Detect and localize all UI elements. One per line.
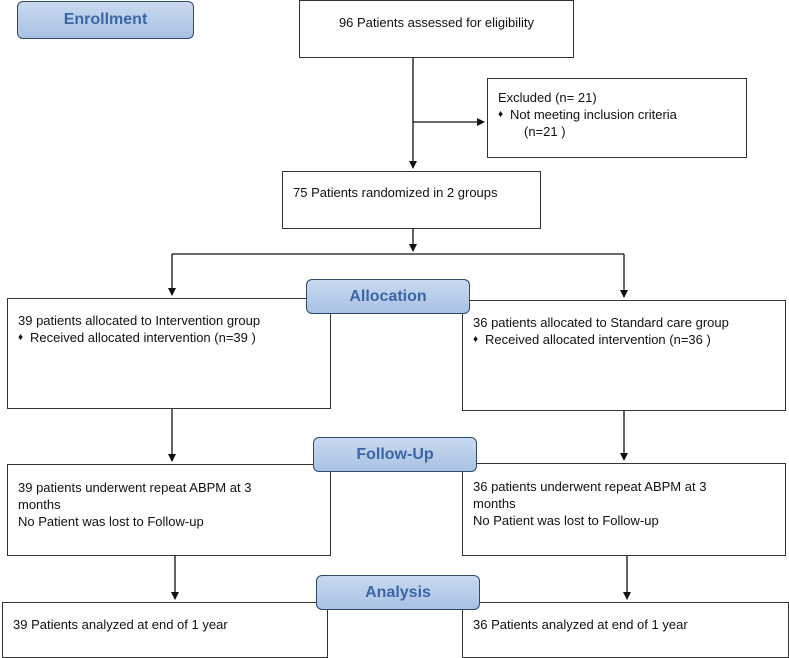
stage-enrollment-label: Enrollment: [63, 11, 148, 28]
intervention-allocated-text: 39 patients allocated to Intervention gr…: [18, 313, 261, 328]
assessed-box: 96 Patients assessed for eligibility: [299, 0, 574, 58]
standard-received-text: Received allocated intervention (n=36 ): [485, 332, 711, 347]
stage-allocation-label: Allocation: [349, 287, 427, 305]
standard-analysis-box: 36 Patients analyzed at end of 1 year: [462, 602, 789, 658]
stage-followup-label: Follow-Up: [356, 445, 434, 463]
bullet-diamond-icon: ♦: [498, 109, 504, 120]
excluded-reason: Not meeting inclusion criteria: [510, 107, 677, 122]
standard-followup-box: 36 patients underwent repeat ABPM at 3 m…: [462, 463, 786, 556]
randomized-box: 75 Patients randomized in 2 groups: [282, 171, 541, 229]
standard-followup-line2: months: [473, 496, 516, 511]
bullet-diamond-icon: ♦: [473, 334, 479, 345]
bullet-diamond-icon: ♦: [18, 332, 24, 343]
intervention-allocation-box: 39 patients allocated to Intervention gr…: [7, 298, 331, 409]
standard-followup-line3: No Patient was lost to Follow-up: [473, 513, 659, 528]
intervention-followup-line3: No Patient was lost to Follow-up: [18, 514, 204, 529]
standard-allocated-text: 36 patients allocated to Standard care g…: [473, 315, 729, 330]
intervention-received-text: Received allocated intervention (n=39 ): [30, 330, 256, 345]
stage-allocation: Allocation: [306, 279, 470, 314]
standard-followup-line1: 36 patients underwent repeat ABPM at 3: [473, 479, 707, 494]
randomized-text: 75 Patients randomized in 2 groups: [293, 185, 498, 200]
intervention-followup-line2: months: [18, 497, 61, 512]
intervention-followup-line1: 39 patients underwent repeat ABPM at 3: [18, 480, 252, 495]
stage-analysis-label: Analysis: [365, 583, 431, 601]
assessed-text: 96 Patients assessed for eligibility: [338, 15, 535, 30]
excluded-count: (n=21 ): [524, 124, 566, 139]
excluded-title: Excluded (n= 21): [498, 90, 597, 105]
intervention-followup-box: 39 patients underwent repeat ABPM at 3 m…: [7, 464, 331, 556]
intervention-analysis-box: 39 Patients analyzed at end of 1 year: [2, 602, 328, 658]
standard-analysis-text: 36 Patients analyzed at end of 1 year: [473, 617, 688, 632]
intervention-analysis-text: 39 Patients analyzed at end of 1 year: [13, 617, 228, 632]
excluded-box: Excluded (n= 21) ♦ Not meeting inclusion…: [487, 78, 747, 158]
stage-analysis: Analysis: [316, 575, 480, 610]
stage-followup: Follow-Up: [313, 437, 477, 472]
standard-allocation-box: 36 patients allocated to Standard care g…: [462, 300, 786, 411]
stage-enrollment: Enrollment: [17, 1, 194, 39]
